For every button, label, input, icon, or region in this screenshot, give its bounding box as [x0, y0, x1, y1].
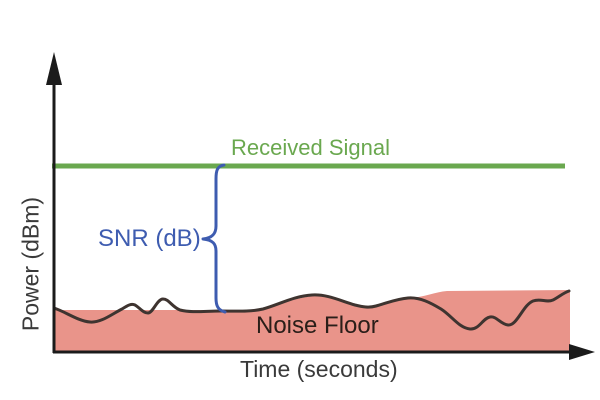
received-signal-label: Received Signal [231, 135, 390, 160]
y-axis-label: Power (dBm) [17, 196, 44, 332]
noise-floor-fill [54, 290, 570, 351]
y-axis-arrowhead-icon [46, 52, 62, 85]
snr-label: SNR (dB) [98, 225, 201, 252]
noise-floor-wave [52, 289, 571, 331]
x-axis-arrowhead-icon [569, 344, 595, 360]
x-axis-label: Time (seconds) [240, 356, 398, 382]
noise-floor-label: Noise Floor [256, 312, 379, 339]
snr-brace [201, 163, 227, 314]
